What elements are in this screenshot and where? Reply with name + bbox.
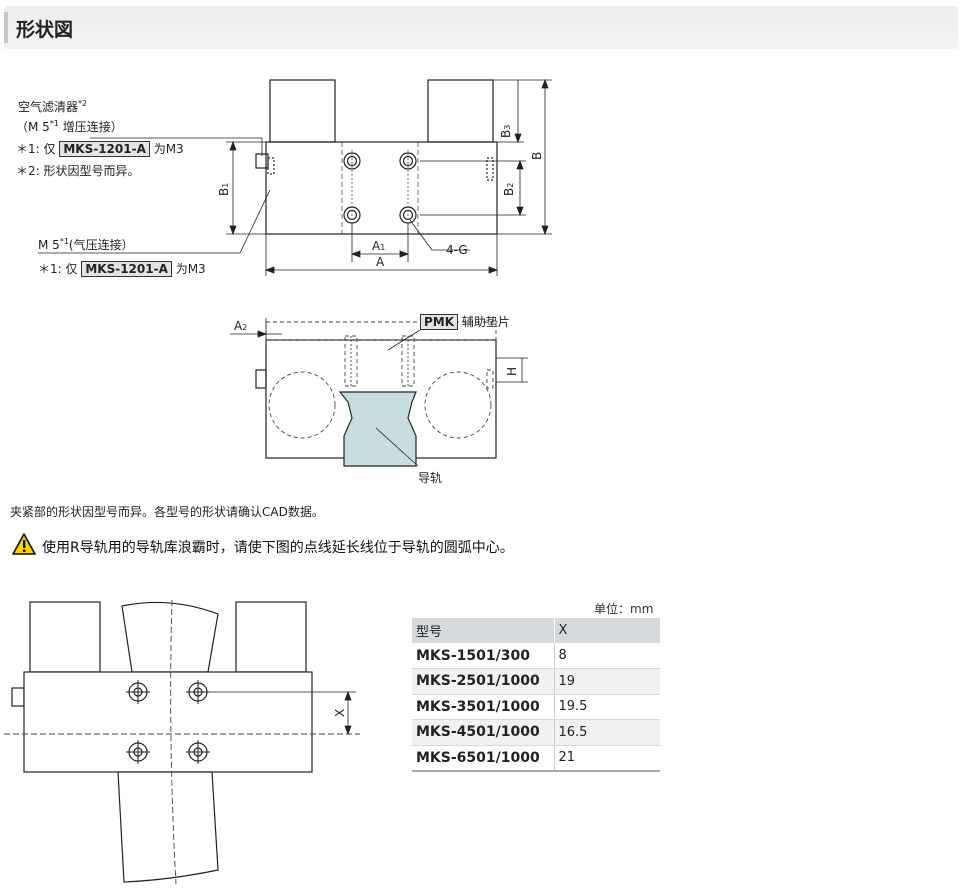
warning-text: 使用R导轨用的导轨库浪霸时，请使下图的点线延长线位于导轨的圆弧中心。 <box>42 540 514 556</box>
right-cylinder <box>427 79 494 143</box>
left-cylinder <box>269 79 336 143</box>
right-cylinder <box>235 601 307 673</box>
top-view-drawing: B3 B2 B B1 A1 A 4-G <box>38 78 552 276</box>
dim-b3-label: B3 <box>499 125 513 138</box>
side-view-drawing: A2 H 导轨 <box>230 318 528 485</box>
table-row: MKS-2501/1000 19 <box>412 668 660 695</box>
filter-m5-note: （M 5*1 增压连接） <box>16 119 123 134</box>
x-cell: 8 <box>554 643 660 669</box>
dimension-table: 型号 X MKS-1501/300 8 MKS-2501/1000 19 MKS… <box>412 618 660 772</box>
page-title: 形状図 <box>16 19 74 41</box>
x-cell: 21 <box>554 745 660 772</box>
dim-b1-label: B1 <box>217 183 231 196</box>
dim-b-label: B <box>530 152 544 160</box>
section-header: 形状図 <box>4 6 958 49</box>
pmk-label: PMK 辅助垫片 <box>420 313 510 330</box>
model-cell: MKS-3501/1000 <box>412 694 555 720</box>
rail-label: 导轨 <box>418 471 442 485</box>
pmk-code-tag: PMK <box>420 314 459 330</box>
note-3: ＊1: 仅 MKS-1201-A 为M3 <box>38 261 206 277</box>
code-tag: MKS-1201-A <box>81 261 172 277</box>
main-body <box>23 671 313 773</box>
unit-label: 单位：mm <box>594 602 654 616</box>
x-cell: 19.5 <box>554 694 660 720</box>
table-row: MKS-6501/1000 21 <box>412 745 660 772</box>
table-row: MKS-4501/1000 16.5 <box>412 719 660 746</box>
table-row: MKS-3501/1000 19.5 <box>412 694 660 720</box>
header-x: X <box>554 618 660 643</box>
filter-title: 空气滤清器*2 <box>18 99 88 114</box>
table-header-row: 型号 X <box>412 618 660 643</box>
model-cell: MKS-1501/300 <box>412 643 555 669</box>
dim-x-label: X <box>333 709 347 717</box>
x-cell: 16.5 <box>554 719 660 746</box>
dim-4g-label: 4-G <box>446 243 468 257</box>
dim-a-label: A <box>376 255 385 269</box>
mounting-holes <box>343 152 417 224</box>
main-body <box>265 141 498 235</box>
dim-h-label: H <box>505 367 519 376</box>
model-cell: MKS-6501/1000 <box>412 745 555 772</box>
dim-a1-label: A1 <box>372 239 385 253</box>
left-cylinder <box>29 601 101 673</box>
x-cell: 19 <box>554 668 660 695</box>
rail-alignment-drawing: X <box>4 599 360 885</box>
note-2: ＊2: 形状因型号而异。 <box>16 164 140 178</box>
model-cell: MKS-2501/1000 <box>412 668 555 695</box>
note-1: ＊1: 仅 MKS-1201-A 为M3 <box>16 141 184 157</box>
shape-caption: 夹紧部的形状因型号而异。各型号的形状请确认CAD数据。 <box>10 505 324 519</box>
table-row: MKS-1501/300 8 <box>412 643 660 669</box>
m5-note: M 5*1(气压连接） <box>38 237 134 252</box>
warning-icon <box>12 533 36 555</box>
model-cell: MKS-4501/1000 <box>412 719 555 746</box>
dim-a2-label: A2 <box>234 319 247 333</box>
dim-b2-label: B2 <box>502 183 516 196</box>
rail-shape <box>338 391 417 467</box>
code-tag: MKS-1201-A <box>59 141 150 157</box>
header-model: 型号 <box>412 618 555 643</box>
header-accent <box>4 12 8 43</box>
